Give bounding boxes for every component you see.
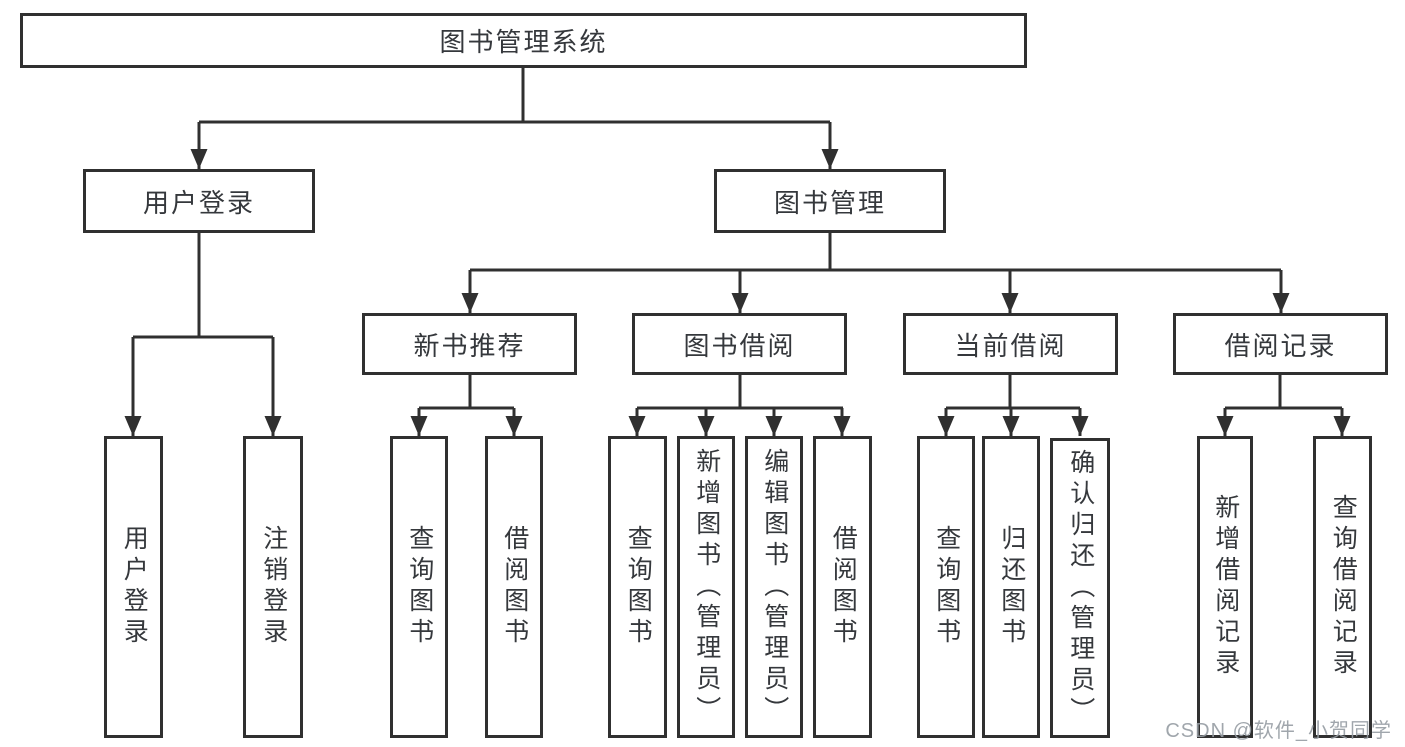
node-label: 借阅图书 bbox=[500, 525, 529, 649]
node-label: 用户登录 bbox=[142, 187, 255, 218]
leaf-record-add-borrow-record: 新增借阅记录 bbox=[1197, 436, 1253, 738]
node-new-book-recommend: 新书推荐 bbox=[362, 313, 577, 375]
node-label: 查询图书 bbox=[932, 525, 961, 649]
leaf-borrow-edit-book-admin: 编辑图书（管理员） bbox=[745, 436, 803, 738]
leaf-current-return-book: 归还图书 bbox=[982, 436, 1040, 738]
node-current-borrow: 当前借阅 bbox=[903, 313, 1118, 375]
leaf-recommend-query-book: 查询图书 bbox=[390, 436, 448, 738]
node-label: 新增借阅记录 bbox=[1211, 494, 1240, 680]
node-label: 图书管理系统 bbox=[439, 27, 608, 57]
watermark: CSDN @软件_小贺同学 bbox=[1165, 720, 1392, 742]
leaf-recommend-borrow-book: 借阅图书 bbox=[485, 436, 543, 738]
node-library-management-system: 图书管理系统 bbox=[20, 13, 1027, 68]
node-label: 新增图书（管理员） bbox=[692, 447, 721, 727]
leaf-borrow-add-book-admin: 新增图书（管理员） bbox=[677, 436, 735, 738]
node-label: 当前借阅 bbox=[954, 330, 1067, 361]
leaf-current-confirm-return-admin: 确认归还（管理员） bbox=[1050, 438, 1110, 738]
leaf-borrow-borrow-book: 借阅图书 bbox=[813, 436, 872, 738]
leaf-user-login: 用户登录 bbox=[104, 436, 163, 738]
node-user-login: 用户登录 bbox=[83, 169, 315, 233]
node-label: 归还图书 bbox=[997, 525, 1026, 649]
tree-edges bbox=[131, 68, 1344, 436]
node-label: 新书推荐 bbox=[413, 330, 526, 361]
leaf-current-query-book: 查询图书 bbox=[917, 436, 975, 738]
node-label: 借阅图书 bbox=[829, 525, 858, 649]
node-borrow-record: 借阅记录 bbox=[1173, 313, 1388, 375]
node-label: 用户登录 bbox=[120, 525, 149, 649]
node-book-management: 图书管理 bbox=[714, 169, 946, 233]
node-book-borrow: 图书借阅 bbox=[632, 313, 847, 375]
node-label: 编辑图书（管理员） bbox=[760, 447, 789, 727]
leaf-record-query-borrow-record: 查询借阅记录 bbox=[1313, 436, 1372, 738]
node-label: 确认归还（管理员） bbox=[1066, 448, 1095, 728]
node-label: 借阅记录 bbox=[1224, 330, 1337, 361]
node-label: 查询图书 bbox=[624, 525, 653, 649]
leaf-borrow-query-book: 查询图书 bbox=[608, 436, 667, 738]
node-label: 图书管理 bbox=[773, 187, 886, 218]
node-label: 图书借阅 bbox=[683, 330, 796, 361]
leaf-logout-login: 注销登录 bbox=[243, 436, 303, 738]
node-label: 查询借阅记录 bbox=[1329, 494, 1358, 680]
node-label: 查询图书 bbox=[405, 525, 434, 649]
node-label: 注销登录 bbox=[259, 525, 288, 649]
